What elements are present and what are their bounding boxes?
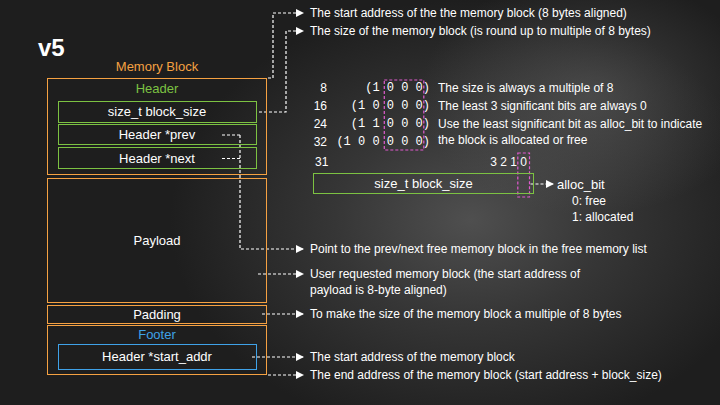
field-box: Header *next <box>58 147 257 169</box>
box-label: size_t block_size <box>374 176 472 191</box>
box-label: Padding <box>133 307 181 322</box>
leader-line <box>262 313 303 314</box>
note-text: User requested memory block (the start a… <box>310 266 610 298</box>
leader-line <box>258 273 303 274</box>
leader-line <box>252 356 303 357</box>
box-label: size_t block_size <box>108 104 206 119</box>
note-text: The end address of the memory block (sta… <box>310 367 662 383</box>
bit-index: 31 <box>315 154 328 170</box>
footer-section: FooterHeader *start_addr <box>47 325 267 375</box>
value-meaning: 0: free <box>572 193 606 209</box>
section-heading: Header <box>136 81 179 96</box>
field-box: Header *start_addr <box>58 344 257 370</box>
box-label: Header *next <box>119 151 195 166</box>
box-label: Header *prev <box>119 127 196 142</box>
note-text: Point to the prev/next free memory block… <box>310 241 647 257</box>
size-value: 32 <box>314 134 327 150</box>
binary-value: (1 0 0 0 0 0) <box>336 134 430 150</box>
binary-value: (1 1 0 0 0) <box>351 116 430 132</box>
note-text: The size of the memory block (is round u… <box>310 23 651 39</box>
size-value: 24 <box>314 116 327 132</box>
leader-line <box>259 31 303 112</box>
diagram-title: Memory Block <box>116 59 198 75</box>
binary-value: (1 0 0 0 0) <box>351 98 430 114</box>
field-box: size_t block_size <box>58 101 257 123</box>
payload-section: Payload <box>47 178 267 303</box>
bit-index: 3 2 1 0 <box>490 154 527 170</box>
note-text: The start address of the memory block <box>310 349 515 365</box>
size-value: 8 <box>320 80 327 96</box>
box-label: Header *start_addr <box>102 349 212 364</box>
leader-line <box>222 134 240 135</box>
box-label: Payload <box>134 233 181 248</box>
bitfield-box: size_t block_size <box>313 173 534 194</box>
note-text: The size is always a multiple of 8 <box>438 80 613 96</box>
binary-value: (1 0 0 0) <box>365 80 430 96</box>
leader-line <box>268 374 303 375</box>
section-heading: Footer <box>138 327 176 342</box>
header-section: Header size_t block_sizeHeader *prevHeade… <box>47 78 267 175</box>
note-text: Use the least significant bit as alloc_b… <box>438 116 710 148</box>
note-text: The start address of the the memory bloc… <box>310 5 627 21</box>
value-meaning: 1: allocated <box>572 209 633 225</box>
field-name: alloc_bit <box>557 176 605 193</box>
leader-line <box>240 135 303 249</box>
padding-section: Padding <box>47 305 267 324</box>
note-text: The least 3 significant bits are always … <box>438 98 647 114</box>
note-text: To make the size of the memory block a m… <box>310 306 621 322</box>
field-box: Header *prev <box>58 124 257 145</box>
leader-line <box>222 158 240 159</box>
version-tag: v5 <box>38 34 65 62</box>
size-value: 16 <box>314 98 327 114</box>
